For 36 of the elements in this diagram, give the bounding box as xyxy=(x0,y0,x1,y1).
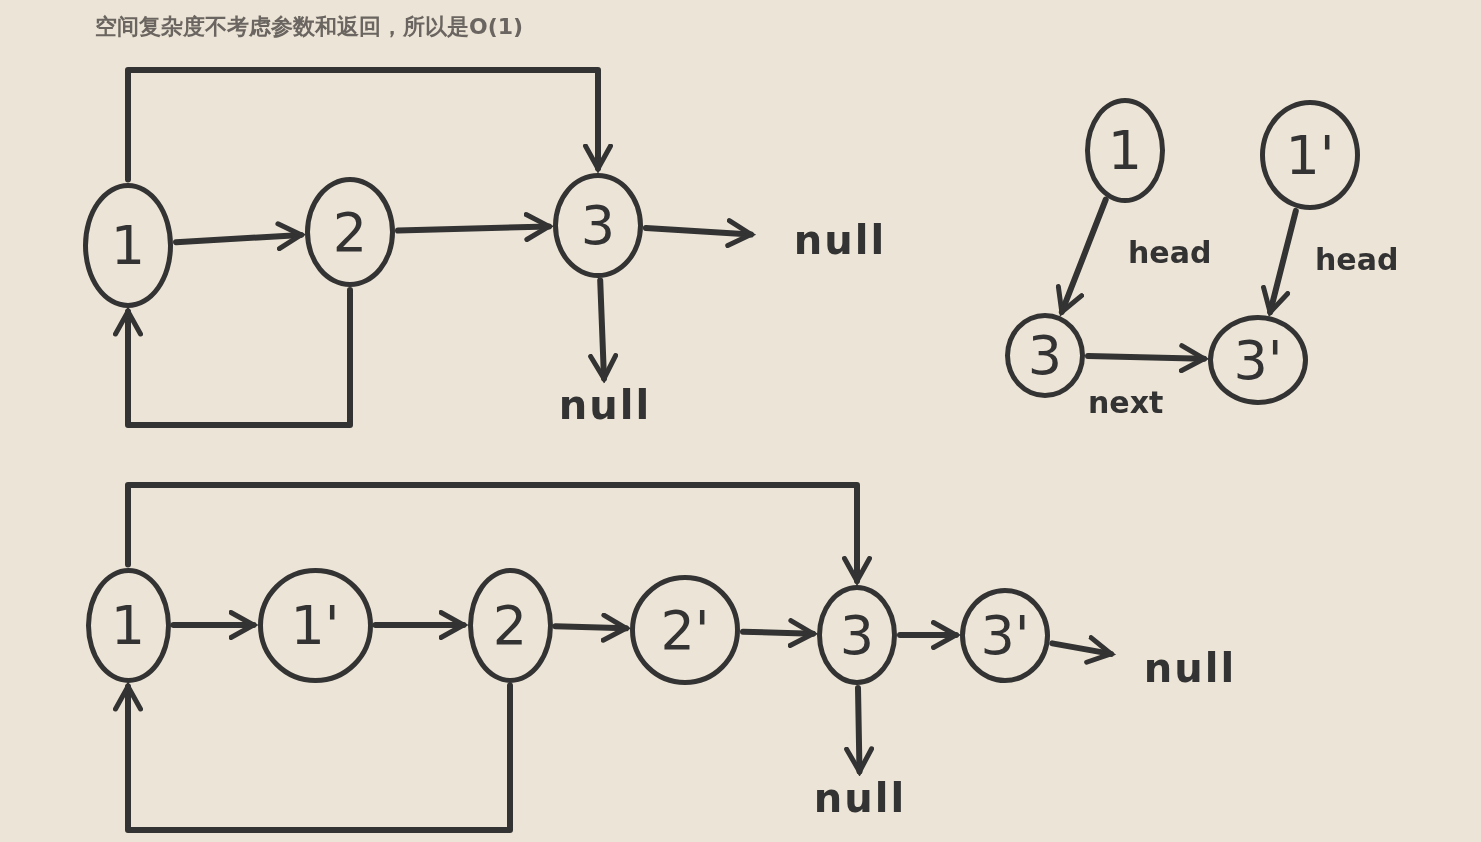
arrow xyxy=(173,221,305,252)
text-label: null xyxy=(540,382,670,428)
node-circle: 3 xyxy=(817,585,897,685)
arrow xyxy=(395,212,552,242)
arrow xyxy=(113,682,513,833)
arrow xyxy=(1049,635,1114,665)
arrow xyxy=(642,218,754,249)
node-circle: 3' xyxy=(1208,315,1308,405)
node-circle: 1' xyxy=(1260,100,1360,210)
arrow xyxy=(1085,343,1207,374)
arrow xyxy=(897,620,959,650)
node-circle: 1' xyxy=(257,567,373,683)
arrow xyxy=(588,277,619,382)
arrow xyxy=(844,685,875,775)
node-circle: 1 xyxy=(83,182,173,308)
arrow xyxy=(372,610,467,640)
text-label: null xyxy=(1115,643,1265,693)
node-circle: 3 xyxy=(1005,312,1085,398)
arrow xyxy=(125,482,872,584)
arrow xyxy=(552,612,629,643)
node-circle: 3 xyxy=(553,172,643,278)
arrow xyxy=(1055,196,1109,315)
node-circle: 2 xyxy=(305,177,395,287)
arrow xyxy=(125,67,613,183)
node-circle: 2 xyxy=(467,567,553,683)
node-circle: 1 xyxy=(1085,97,1165,203)
arrow xyxy=(740,618,816,649)
arrow xyxy=(170,610,257,640)
node-circle: 3' xyxy=(960,587,1050,683)
arrow xyxy=(1261,207,1299,316)
caption-text: 空间复杂度不考虑参数和返回，所以是O(1) xyxy=(95,13,524,41)
node-circle: 1 xyxy=(85,567,171,683)
node-circle: 2' xyxy=(630,575,740,685)
text-label: null xyxy=(805,775,915,821)
text-label: null xyxy=(755,215,925,265)
arrow xyxy=(113,287,353,428)
